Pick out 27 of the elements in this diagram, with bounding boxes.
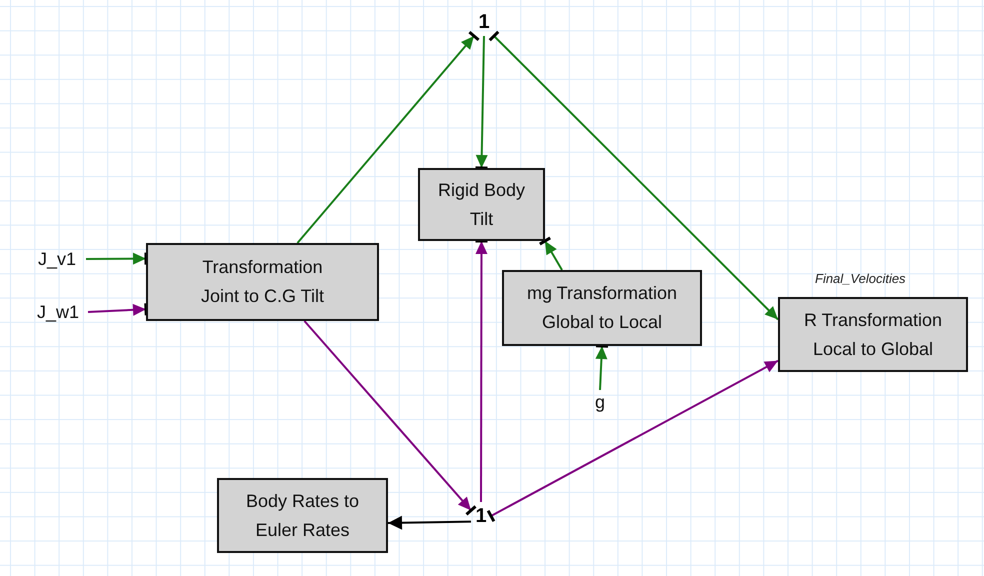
block-label: R Transformation Local to Global (802, 308, 944, 360)
block-label: Body Rates to Euler Rates (244, 490, 360, 542)
block-box (778, 297, 968, 372)
block-label: Rigid Body Tilt (436, 178, 526, 230)
bond-arrow (86, 252, 146, 265)
block-box (146, 243, 379, 321)
port-label: J_v1 (38, 248, 76, 270)
bond-arrow (296, 35, 475, 244)
block-label: mg Transformation Global to Local (526, 282, 678, 334)
bond-arrow (595, 346, 608, 390)
port-label: J_w1 (36, 302, 80, 322)
junction-label: 1 (478, 10, 490, 34)
bond-arrow (476, 36, 488, 168)
block-label: Transformation Joint to C.G Tilt (200, 256, 326, 308)
junction-label: 1 (475, 504, 487, 528)
bond-arrow (490, 360, 778, 517)
bond-arrow (544, 240, 563, 270)
bond-arrow (475, 241, 488, 502)
bond-arrow (388, 516, 472, 530)
bond-arrow (88, 304, 146, 316)
port-label: g (594, 392, 605, 412)
output-label: Final_Velocities (815, 271, 906, 286)
block-box (418, 168, 545, 241)
block-box (217, 478, 388, 553)
bond-arrow (493, 35, 779, 320)
bond-arrow (304, 320, 472, 512)
block-box (502, 270, 702, 346)
